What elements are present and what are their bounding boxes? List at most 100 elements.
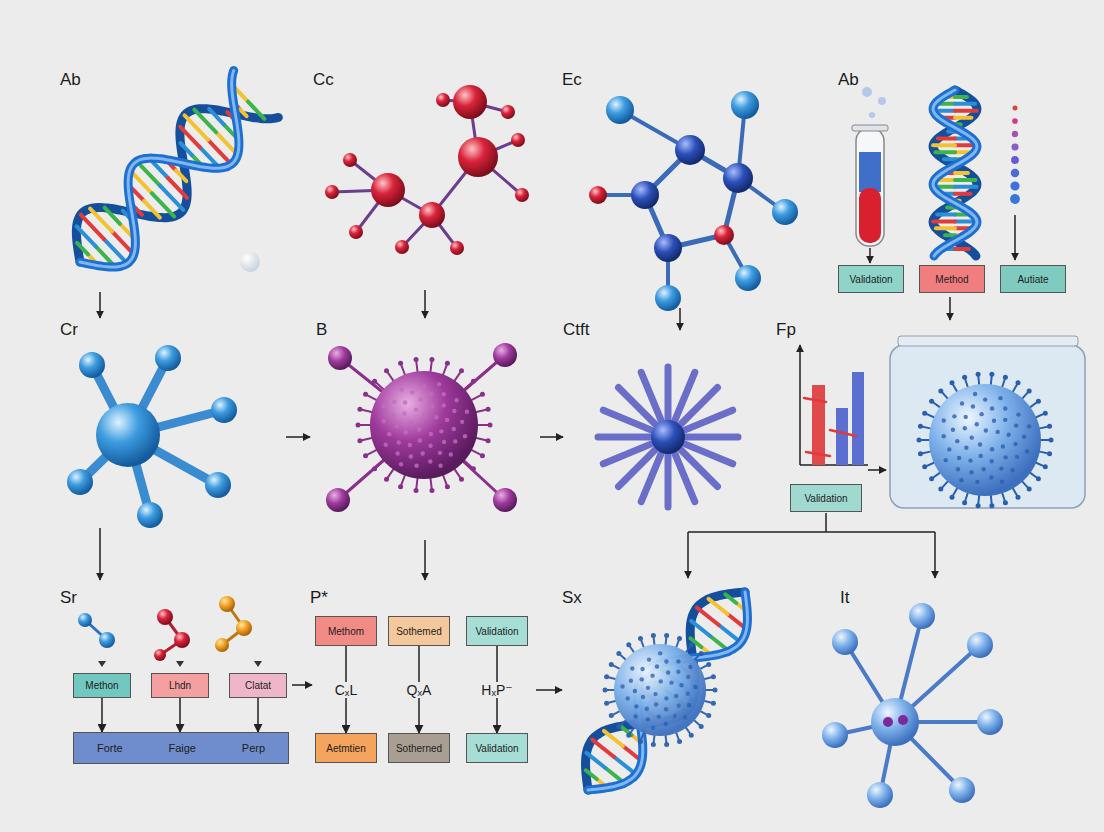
atom [78, 613, 92, 627]
atom [675, 135, 705, 165]
bond [686, 434, 738, 441]
process-box: Sothemed [388, 616, 450, 646]
spike-knob [1043, 464, 1048, 469]
bond [665, 455, 672, 507]
atom [515, 188, 529, 202]
surface-dot [979, 454, 983, 458]
virus-particle [603, 633, 718, 747]
surface-dot [959, 478, 963, 482]
surface-dot [1025, 449, 1029, 453]
spike-knob [677, 636, 682, 641]
flow-arrow [1014, 215, 1016, 260]
atom [453, 85, 487, 119]
surface-dot [992, 419, 996, 423]
spike-knob [706, 713, 711, 718]
spike-knob [429, 357, 434, 362]
spike-knob [929, 399, 934, 404]
surface-dot [653, 692, 657, 696]
surface-dot [634, 704, 638, 708]
surface-dot [640, 667, 644, 671]
atom [328, 346, 352, 370]
bond [830, 430, 856, 436]
spike-knob [414, 488, 419, 493]
process-box: Autiate [1000, 265, 1066, 293]
surface-dot [664, 696, 668, 700]
spike-knob [950, 380, 955, 385]
panel-label: Ctft [563, 320, 589, 340]
spike-knob [1047, 451, 1052, 456]
spike-knob [488, 423, 493, 428]
atom [714, 225, 734, 245]
surface-dot [655, 664, 659, 668]
spike-knob [1027, 487, 1032, 492]
spike-knob [711, 701, 716, 706]
box-text: Methom [328, 626, 364, 637]
surface-dot [633, 689, 637, 693]
atom [157, 609, 173, 625]
surface-dot [452, 409, 456, 413]
panel-label: P* [310, 588, 328, 608]
tube-liquid [859, 152, 881, 192]
surface-dot [445, 418, 449, 422]
surface-dot [651, 726, 655, 730]
bond [691, 621, 710, 636]
box-text: Lhdn [169, 680, 191, 691]
surface-dot [978, 442, 982, 446]
bond [955, 116, 971, 120]
spike-knob [398, 484, 403, 489]
bond [937, 213, 955, 217]
atom [326, 488, 350, 512]
bond [77, 243, 88, 254]
process-box: Method [919, 265, 985, 293]
surface-dot [969, 470, 973, 474]
atom [99, 632, 115, 648]
spike-knob [1036, 399, 1041, 404]
surface-dot [428, 459, 432, 463]
flow-arrow [540, 436, 563, 438]
spike-knob [604, 674, 609, 679]
spike-knob [929, 476, 934, 481]
surface-dot [693, 685, 697, 689]
surface-dot [423, 414, 427, 418]
bond [955, 109, 977, 113]
surface-dot [650, 673, 654, 677]
surface-dot [633, 714, 637, 718]
surface-dot [1000, 480, 1004, 484]
bond [586, 753, 605, 768]
surface-dot [984, 428, 988, 432]
surface-dot [975, 480, 979, 484]
atom [215, 638, 229, 652]
bubble [878, 97, 886, 105]
surface-dot [944, 458, 948, 462]
surface-dot [454, 398, 458, 402]
bond [240, 109, 247, 116]
box-text: Sotherned [396, 743, 442, 754]
spike-knob [459, 477, 464, 482]
spike-knob [372, 379, 377, 384]
atom [655, 285, 681, 311]
surface-dot [687, 703, 691, 707]
surface-dot [408, 443, 412, 447]
bond [105, 208, 120, 224]
surface-dot [404, 430, 408, 434]
surface-dot [956, 467, 960, 471]
bond [955, 171, 968, 175]
spike-knob [976, 372, 981, 377]
atom [867, 782, 893, 808]
surface-dot [964, 415, 968, 419]
core-dot [898, 715, 908, 725]
surface-dot [395, 451, 399, 455]
spike-knob [699, 724, 704, 729]
spike-knob [989, 372, 994, 377]
surface-dot [422, 383, 426, 387]
spike-knob [711, 674, 716, 679]
surface-dot [460, 420, 464, 424]
surface-dot [442, 392, 446, 396]
flow-arrow [687, 532, 689, 578]
bond [955, 247, 969, 251]
spike-knob [363, 392, 368, 397]
dna-strand [933, 90, 977, 256]
spike-knob [664, 633, 669, 638]
